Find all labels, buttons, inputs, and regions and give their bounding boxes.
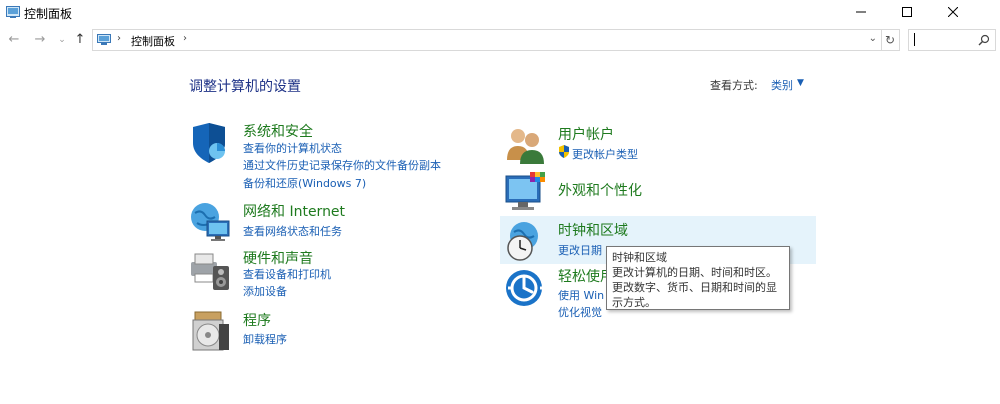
link-use-windows[interactable]: 使用 Win [558,289,605,302]
category-programs: 程序 卸载程序 [189,310,489,351]
search-box[interactable] [908,29,996,51]
network-globe-icon [191,203,230,241]
address-row: ← → ⌄ ↑ › 控制面板 › ⌄ ↻ [0,28,1000,52]
refresh-icon: ↻ [884,33,896,47]
category-network: 网络和 Internet 查看网络状态和任务 [189,201,489,241]
forward-button[interactable]: → [32,32,48,48]
forward-arrow-icon: → [34,32,46,47]
clock-globe-icon [507,222,538,261]
link-file-history-backup[interactable]: 通过文件历史记录保存你的文件备份副本 [243,159,441,172]
close-button[interactable] [930,0,976,24]
category-system-security: 系统和安全 查看你的计算机状态 通过文件历史记录保存你的文件备份副本 备份和还原… [189,121,489,191]
page-title: 调整计算机的设置 [189,79,301,95]
category-ease-of-access: 轻松使用 使用 Win 优化视觉 [504,266,804,322]
link-uninstall-program[interactable]: 卸载程序 [243,333,287,346]
shield-icon [193,123,225,163]
category-title-ease-of-access[interactable]: 轻松使用 [558,269,614,285]
printer-speaker-icon [191,253,229,290]
link-backup-restore[interactable]: 备份和还原(Windows 7) [243,177,367,190]
back-arrow-icon: ← [8,32,20,47]
control-panel-icon [6,6,20,18]
caret-down-icon[interactable]: ▼ [797,78,804,88]
title-bar: 控制面板 [0,0,1000,24]
control-panel-icon [97,34,111,45]
category-appearance: 外观和个性化 [504,172,804,212]
tooltip: 时钟和区域 更改计算机的日期、时间和时区。更改数字、货币、日期和时间的显示方式。 [606,246,790,310]
programs-disc-icon [192,311,229,351]
address-dropdown-icon[interactable]: ⌄ [868,33,877,44]
address-bar[interactable]: › 控制面板 › ⌄ [92,29,882,51]
view-by-dropdown[interactable]: 类别 [771,79,793,92]
minimize-icon [856,11,866,13]
search-icon [978,34,990,46]
link-change-account-type[interactable]: 更改帐户类型 [572,148,638,161]
users-icon [507,129,544,164]
up-arrow-icon: ↑ [74,32,86,47]
link-network-status[interactable]: 查看网络状态和任务 [243,225,342,238]
link-change-date[interactable]: 更改日期 [558,244,602,257]
link-view-computer-status[interactable]: 查看你的计算机状态 [243,142,342,155]
up-button[interactable]: ↑ [72,32,88,48]
category-title-programs[interactable]: 程序 [243,313,271,329]
category-title-appearance[interactable]: 外观和个性化 [558,183,642,199]
monitor-palette-icon [505,172,545,210]
recent-locations-button[interactable]: ⌄ [54,32,70,48]
breadcrumb-separator-icon[interactable]: › [183,33,187,44]
refresh-button[interactable]: ↻ [881,29,900,51]
maximize-button[interactable] [884,0,930,24]
maximize-icon [902,7,912,17]
tooltip-description: 更改计算机的日期、时间和时区。更改数字、货币、日期和时间的显示方式。 [612,266,777,309]
link-optimize-display[interactable]: 优化视觉 [558,306,602,319]
text-cursor [914,33,915,46]
category-hardware: 硬件和声音 查看设备和打印机 添加设备 [189,248,489,298]
category-title-clock-region[interactable]: 时钟和区域 [558,223,628,239]
chevron-down-icon: ⌄ [58,35,66,45]
ease-of-access-icon [506,270,544,306]
back-button[interactable]: ← [6,32,22,48]
category-title-hardware[interactable]: 硬件和声音 [243,251,313,267]
view-by-label: 查看方式: [710,79,758,92]
category-title-network[interactable]: 网络和 Internet [243,204,346,220]
uac-shield-icon [559,145,569,158]
link-add-device[interactable]: 添加设备 [243,285,287,298]
minimize-button[interactable] [838,0,884,24]
window-title: 控制面板 [24,7,73,21]
category-user-accounts: 用户帐户 更改帐户类型 [504,124,804,164]
close-icon [948,7,958,17]
category-clock-region: 时钟和区域 更改日期 [504,220,804,264]
breadcrumb-item-control-panel[interactable]: 控制面板 [131,35,175,48]
category-title-user-accounts[interactable]: 用户帐户 [558,127,614,143]
link-devices-printers[interactable]: 查看设备和打印机 [243,268,331,281]
breadcrumb-separator-icon[interactable]: › [117,33,121,44]
tooltip-title: 时钟和区域 [612,251,667,264]
category-title-system-security[interactable]: 系统和安全 [243,124,313,140]
